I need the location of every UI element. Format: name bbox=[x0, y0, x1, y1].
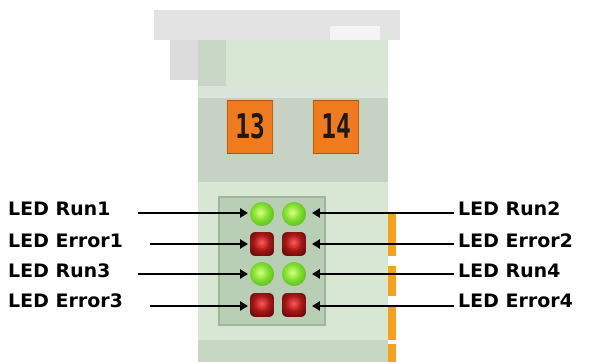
led-error4 bbox=[282, 293, 306, 317]
side-stripe bbox=[388, 306, 396, 340]
terminal-13: 13 bbox=[226, 100, 274, 154]
led-run1 bbox=[250, 202, 274, 226]
arrow-right-icon bbox=[240, 239, 248, 249]
label-led-error3: LED Error3 bbox=[8, 290, 123, 312]
label-led-run1: LED Run1 bbox=[8, 198, 111, 220]
side-stripe bbox=[388, 212, 396, 256]
arrow-left-icon bbox=[312, 269, 320, 279]
arrow-right-icon bbox=[240, 269, 248, 279]
label-led-run4: LED Run4 bbox=[458, 260, 561, 282]
top-notch bbox=[330, 26, 380, 42]
label-led-error4: LED Error4 bbox=[458, 290, 573, 312]
leader-line bbox=[320, 273, 454, 275]
label-led-error2: LED Error2 bbox=[458, 230, 573, 252]
arrow-right-icon bbox=[240, 208, 248, 218]
label-led-error1: LED Error1 bbox=[8, 230, 123, 252]
leader-line bbox=[320, 243, 454, 245]
led-run2 bbox=[282, 202, 306, 226]
led-error2 bbox=[282, 232, 306, 256]
led-run4 bbox=[282, 262, 306, 286]
leader-line bbox=[150, 243, 242, 245]
label-led-run2: LED Run2 bbox=[458, 198, 561, 220]
terminal-14: 14 bbox=[312, 100, 360, 154]
leader-line bbox=[320, 212, 454, 214]
side-stripe bbox=[388, 344, 396, 362]
leader-line bbox=[138, 212, 242, 214]
leader-line bbox=[150, 305, 242, 307]
terminal-band-highlight bbox=[198, 86, 388, 98]
led-error3 bbox=[250, 293, 274, 317]
side-stripe bbox=[388, 266, 396, 296]
leader-line bbox=[138, 273, 242, 275]
label-led-run3: LED Run3 bbox=[8, 260, 111, 282]
arrow-left-icon bbox=[312, 301, 320, 311]
arrow-right-icon bbox=[240, 301, 248, 311]
led-error1 bbox=[250, 232, 274, 256]
arrow-left-icon bbox=[312, 208, 320, 218]
module-foot bbox=[198, 340, 388, 362]
arrow-left-icon bbox=[312, 239, 320, 249]
led-run3 bbox=[250, 262, 274, 286]
leader-line bbox=[320, 305, 454, 307]
